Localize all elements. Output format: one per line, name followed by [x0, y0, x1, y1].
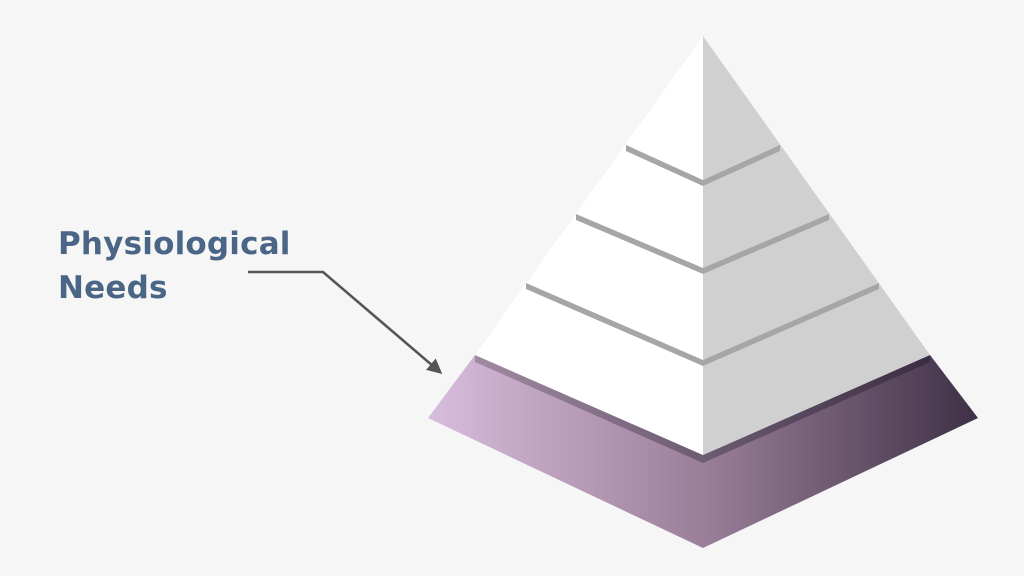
- pointer-arrow: [248, 270, 443, 374]
- pyramid-level-base: [428, 355, 978, 548]
- level-label: Physiological Needs: [58, 222, 291, 310]
- label-line-2: Needs: [58, 270, 168, 306]
- pyramid-upper-levels: [475, 36, 930, 455]
- label-line-1: Physiological: [58, 226, 291, 262]
